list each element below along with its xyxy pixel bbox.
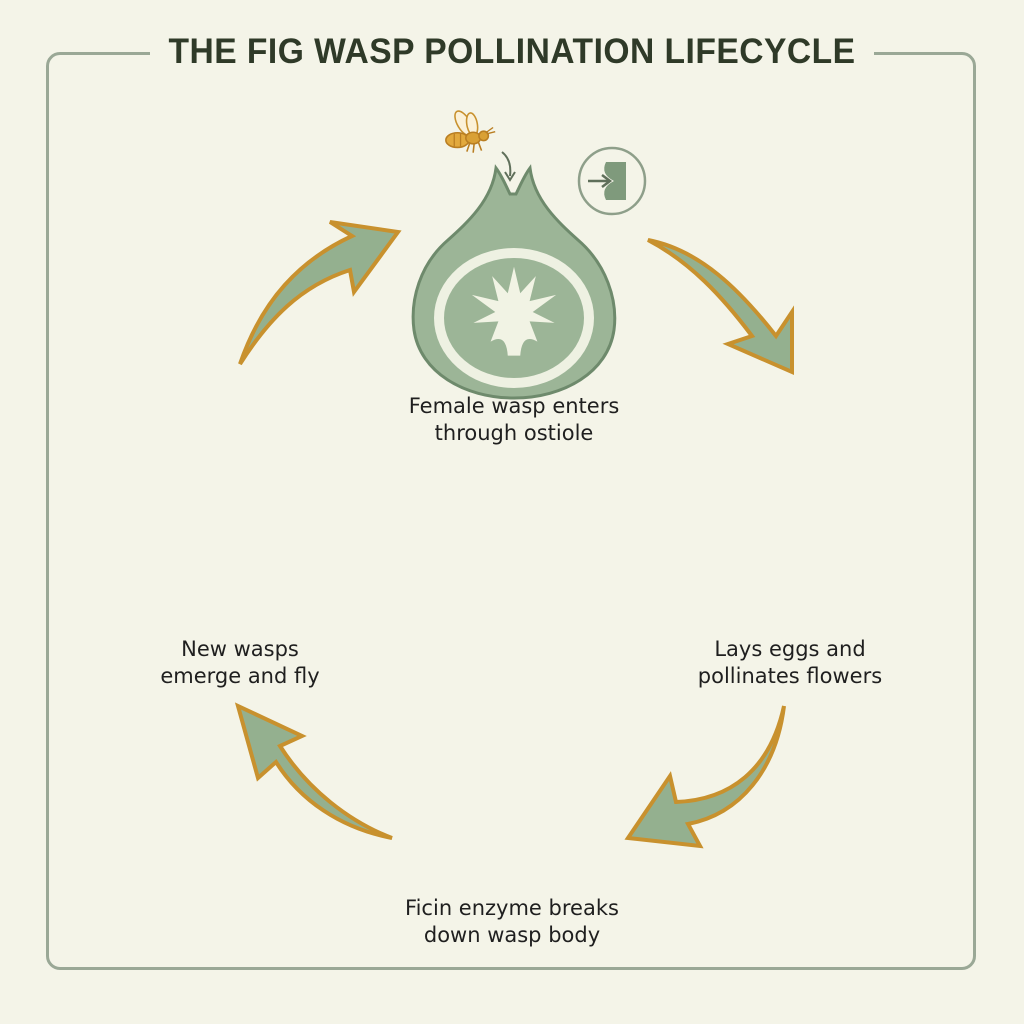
- diagram-title: THE FIG WASP POLLINATION LIFECYCLE: [168, 32, 856, 71]
- ostiole-entry-icon: [577, 146, 647, 216]
- cycle-arrow-emerge-to-enter: [238, 220, 402, 366]
- stage-enter-label-line1: Female wasp enters: [408, 394, 620, 418]
- wasp-entering-icon: [445, 107, 516, 182]
- cycle-arrow-pollinate-to-digest: [624, 705, 786, 849]
- stage-emerge-label-line2: emerge and fly: [160, 664, 320, 688]
- stage-digest-label-line1: Ficin enzyme breaks: [405, 896, 619, 920]
- stage-pollinate-label: Lays eggs and pollinates flowers: [650, 636, 930, 690]
- stage-enter-fig: [411, 164, 617, 400]
- title-background: [150, 30, 874, 80]
- stage-digest-label: Ficin enzyme breaks down wasp body: [362, 895, 662, 949]
- cycle-arrow-enter-to-pollinate: [647, 238, 794, 376]
- stage-emerge-label-line1: New wasps: [181, 637, 299, 661]
- stage-enter-label-line2: through ostiole: [434, 421, 594, 445]
- stage-emerge-label: New wasps emerge and fly: [110, 636, 370, 690]
- stage-pollinate-label-line1: Lays eggs and: [714, 637, 866, 661]
- stage-enter-label: Female wasp enters through ostiole: [364, 393, 664, 447]
- stage-digest-label-line2: down wasp body: [423, 923, 601, 947]
- cycle-arrow-digest-to-emerge: [234, 702, 393, 840]
- stage-pollinate-label-line2: pollinates flowers: [697, 664, 883, 688]
